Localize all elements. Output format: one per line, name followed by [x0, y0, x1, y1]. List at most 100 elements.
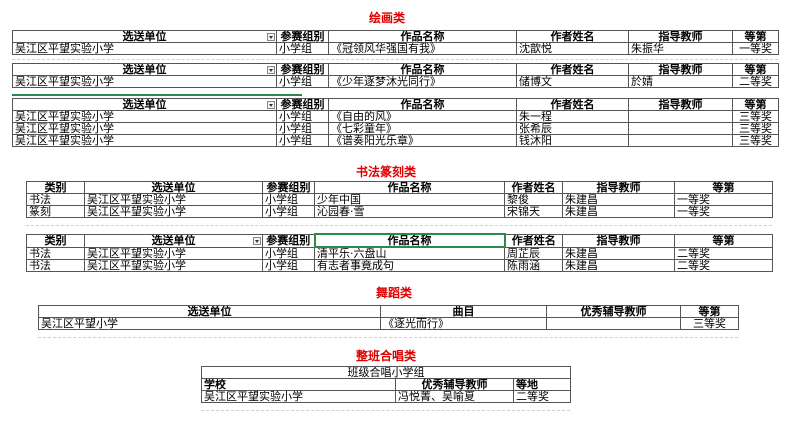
- cell-grade[interactable]: 一等奖: [674, 193, 773, 206]
- dropdown-arrow-icon[interactable]: [267, 33, 275, 41]
- cell-author[interactable]: 储博文: [516, 75, 629, 88]
- header-work: 作品名称: [313, 233, 506, 248]
- cell-group[interactable]: 小学组: [276, 134, 329, 147]
- cell-author[interactable]: 黎俊: [504, 193, 563, 206]
- header-grade: 等第: [674, 181, 773, 194]
- cell-unit[interactable]: 吴江区平望实验小学: [84, 259, 263, 272]
- header-category: 类别: [26, 233, 85, 248]
- cell-piece[interactable]: 《逐光而行》: [380, 317, 547, 330]
- cell-grade[interactable]: 二等奖: [512, 390, 572, 403]
- cell-category[interactable]: 书法: [26, 193, 85, 206]
- calligraphy-table-2: 类别 选送单位 参赛组别 作品名称 作者姓名 指导教师 等第 书法 吴江区平望实…: [26, 233, 773, 272]
- table-row: 吴江区平望实验小学 小学组 《冠领风华强国有我》 沈歆悦 朱振华 一等奖: [12, 42, 779, 55]
- cell-group[interactable]: 小学组: [262, 246, 315, 260]
- cell-unit[interactable]: 吴江区平望实验小学: [12, 75, 277, 88]
- cell-work[interactable]: 《少年逐梦沐光同行》: [328, 75, 517, 88]
- cell-author[interactable]: 钱沐阳: [516, 134, 629, 147]
- table-row: 吴江区平望实验小学 小学组 《少年逐梦沐光同行》 储博文 於婧 二等奖: [12, 75, 779, 88]
- cell-teacher[interactable]: 朱振华: [628, 42, 733, 55]
- cell-category[interactable]: 书法: [26, 246, 85, 260]
- painting-table-1: 选送单位 参赛组别 作品名称 作者姓名 指导教师 等第 吴江区平望实验小学 小学…: [12, 30, 779, 55]
- cell-unit[interactable]: 吴江区平望小学: [38, 317, 381, 330]
- cell-teacher[interactable]: [628, 134, 733, 147]
- cell-school[interactable]: 吴江区平望实验小学: [201, 390, 396, 403]
- header-school: 学校: [201, 378, 396, 391]
- table-header-row: 选送单位 曲目 优秀辅导教师 等第: [38, 305, 739, 318]
- dropdown-arrow-icon[interactable]: [267, 66, 275, 74]
- cell-unit[interactable]: 吴江区平望实验小学: [12, 122, 277, 135]
- cell-teacher[interactable]: 於婧: [628, 75, 733, 88]
- header-group: 参赛组别: [276, 63, 329, 76]
- cell-work[interactable]: 沁园春·雪: [314, 205, 505, 218]
- cell-work[interactable]: 有志者事竟成句: [314, 259, 505, 272]
- choir-table: 班级合唱小学组 学校 优秀辅导教师 等地 吴江区平望实验小学 冯悦菁、吴喻夏 二…: [200, 366, 572, 403]
- header-work: 作品名称: [328, 30, 517, 43]
- cell-grade[interactable]: 三等奖: [732, 134, 779, 147]
- header-unit[interactable]: 选送单位: [12, 30, 277, 43]
- cell-group[interactable]: 小学组: [276, 42, 329, 55]
- cell-group[interactable]: 小学组: [276, 75, 329, 88]
- cell-teacher[interactable]: 朱建昌: [562, 193, 675, 206]
- cell-category[interactable]: 篆刻: [26, 205, 85, 218]
- hidden-row-divider: [12, 55, 778, 60]
- cell-unit[interactable]: 吴江区平望实验小学: [84, 205, 263, 218]
- cell-unit[interactable]: 吴江区平望实验小学: [12, 42, 277, 55]
- cell-author[interactable]: 陈雨涵: [504, 259, 563, 272]
- cell-unit[interactable]: 吴江区平望实验小学: [84, 193, 263, 206]
- cell-grade[interactable]: 一等奖: [732, 42, 779, 55]
- cell-work[interactable]: 《谱奏阳光乐章》: [328, 134, 517, 147]
- header-grade: 等第: [674, 233, 773, 248]
- cell-author[interactable]: 张希辰: [516, 122, 629, 135]
- header-group: 参赛组别: [276, 30, 329, 43]
- cell-teacher[interactable]: [628, 110, 733, 123]
- dropdown-arrow-icon[interactable]: [253, 236, 261, 245]
- cell-author[interactable]: 周芷辰: [504, 246, 563, 260]
- cell-grade[interactable]: 二等奖: [674, 259, 773, 272]
- table-caption-row: 班级合唱小学组: [200, 366, 572, 379]
- header-unit: 选送单位: [84, 181, 263, 194]
- cell-group[interactable]: 小学组: [262, 205, 315, 218]
- table-header-row: 选送单位 参赛组别 作品名称 作者姓名 指导教师 等第: [12, 63, 779, 76]
- table-row: 吴江区平望小学 《逐光而行》 三等奖: [38, 317, 739, 330]
- table-header-row: 类别 选送单位 参赛组别 作品名称 作者姓名 指导教师 等第: [26, 233, 773, 248]
- header-grade: 等第: [680, 305, 739, 318]
- cell-group[interactable]: 小学组: [262, 193, 315, 206]
- cell-teacher[interactable]: [546, 317, 681, 330]
- cell-unit[interactable]: 吴江区平望实验小学: [84, 246, 263, 260]
- cell-grade[interactable]: 一等奖: [674, 205, 773, 218]
- cell-teacher[interactable]: [628, 122, 733, 135]
- cell-grade[interactable]: 二等奖: [674, 246, 773, 260]
- cell-grade[interactable]: 三等奖: [732, 110, 779, 123]
- cell-group[interactable]: 小学组: [276, 122, 329, 135]
- cell-grade[interactable]: 三等奖: [732, 122, 779, 135]
- cell-teacher[interactable]: 朱建昌: [562, 246, 675, 260]
- cell-group[interactable]: 小学组: [262, 259, 315, 272]
- cell-work[interactable]: 《七彩童年》: [328, 122, 517, 135]
- dropdown-arrow-icon[interactable]: [267, 101, 275, 109]
- table-row: 吴江区平望实验小学 小学组 《谱奏阳光乐章》 钱沐阳 三等奖: [12, 134, 779, 147]
- cell-teacher[interactable]: 冯悦菁、吴喻夏: [395, 390, 514, 403]
- header-unit[interactable]: 选送单位: [84, 233, 263, 248]
- header-unit: 选送单位: [38, 305, 381, 318]
- cell-author[interactable]: 宋锦天: [504, 205, 563, 218]
- header-work: 作品名称: [314, 181, 505, 194]
- cell-work[interactable]: 清平乐·六盘山: [314, 246, 505, 260]
- header-grade: 等第: [732, 98, 779, 111]
- header-unit[interactable]: 选送单位: [12, 63, 277, 76]
- cell-category[interactable]: 书法: [26, 259, 85, 272]
- cell-teacher[interactable]: 朱建昌: [562, 205, 675, 218]
- cell-unit[interactable]: 吴江区平望实验小学: [12, 110, 277, 123]
- header-group: 参赛组别: [276, 98, 329, 111]
- cell-author[interactable]: 朱一程: [516, 110, 629, 123]
- cell-unit[interactable]: 吴江区平望实验小学: [12, 134, 277, 147]
- cell-work[interactable]: 《自由的风》: [328, 110, 517, 123]
- cell-grade[interactable]: 二等奖: [732, 75, 779, 88]
- header-unit[interactable]: 选送单位: [12, 98, 277, 111]
- cell-author[interactable]: 沈歆悦: [516, 42, 629, 55]
- cell-work[interactable]: 少年中国: [314, 193, 505, 206]
- cell-grade[interactable]: 三等奖: [680, 317, 739, 330]
- cell-teacher[interactable]: 朱建昌: [562, 259, 675, 272]
- cell-work[interactable]: 《冠领风华强国有我》: [328, 42, 517, 55]
- header-teacher: 指导教师: [562, 181, 675, 194]
- cell-group[interactable]: 小学组: [276, 110, 329, 123]
